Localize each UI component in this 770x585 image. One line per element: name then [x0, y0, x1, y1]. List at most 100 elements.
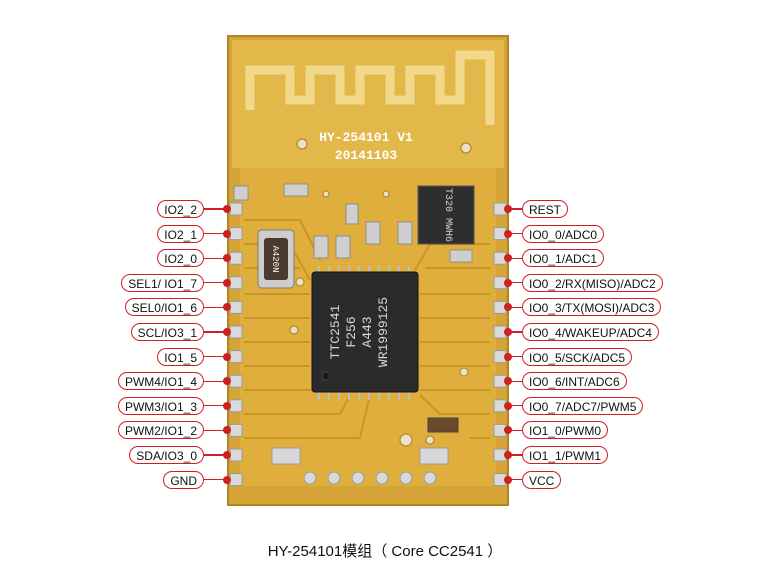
left-pin-leader [204, 355, 226, 358]
right-pin-label: IO0_4/WAKEUP/ADC4 [522, 323, 659, 341]
left-pin-dot [223, 328, 231, 336]
right-pin-leader [508, 306, 522, 309]
right-pin-dot [504, 475, 512, 484]
right-pin-dot [504, 303, 512, 312]
left-pin-leader [204, 208, 226, 210]
left-pin-label: SEL0/IO1_6 [124, 298, 204, 317]
left-pin-label: PWM3/IO1_3 [117, 396, 204, 415]
right-pin-label: IO1_1/PWM1 [522, 446, 609, 464]
smd-components [233, 183, 473, 263]
crystal-marking: A420N [270, 245, 280, 272]
chip-marking-line: TTC2541 [328, 304, 343, 359]
edge-pad [229, 227, 243, 241]
left-pin-label: IO2_0 [157, 249, 204, 268]
right-pin-leader [508, 355, 522, 358]
right-pin-leader [508, 429, 522, 432]
left-pin-leader [204, 380, 226, 382]
right-pin-leader [508, 257, 522, 259]
edge-pad [229, 448, 243, 462]
right-pin-leader [508, 208, 522, 210]
silkscreen-date: 20141103 [335, 148, 398, 163]
left-pin-dot [223, 475, 231, 484]
right-pin-leader [508, 232, 522, 235]
edge-pad [229, 350, 243, 364]
vias [257, 138, 472, 447]
left-pin-dot [223, 401, 231, 410]
right-pin-dot [504, 401, 512, 410]
right-pin-label: IO0_0/ADC0 [522, 224, 605, 243]
left-pin-leader [204, 405, 226, 407]
right-pin-dot [504, 352, 512, 361]
edge-pad [229, 325, 243, 339]
antenna-trace [245, 50, 495, 125]
chip-marking-line: A443 [360, 316, 375, 347]
right-pin-label: IO1_0/PWM0 [522, 421, 609, 440]
chip-pin1-dot [321, 371, 331, 381]
left-pin-dot [223, 278, 231, 287]
right-pin-dot [504, 377, 512, 386]
right-pin-leader [508, 380, 522, 382]
edge-pad [229, 202, 243, 216]
right-pin-label: VCC [522, 470, 562, 489]
left-pin-label: SDA/IO3_0 [129, 446, 204, 464]
right-pin-dot [504, 328, 512, 336]
edge-pad [229, 276, 243, 290]
edge-pad [229, 251, 243, 265]
right-pin-dot [504, 229, 512, 238]
left-pin-leader [204, 257, 226, 259]
chip-marking-line: F256 [344, 316, 359, 347]
right-pin-label: IO0_2/RX(MISO)/ADC2 [522, 273, 663, 292]
left-pin-dot [223, 352, 231, 361]
left-pin-label: IO2_1 [157, 224, 204, 243]
left-pin-label: IO2_2 [157, 200, 204, 218]
left-pin-dot [223, 426, 231, 435]
right-pin-dot [504, 451, 512, 459]
right-pin-dot [504, 426, 512, 435]
left-pin-dot [223, 205, 231, 213]
edge-pad [229, 399, 243, 413]
inductor-marking: T320 MWH6 [442, 188, 453, 242]
silkscreen-model: HY-254101 V1 [319, 130, 413, 145]
left-pin-leader [204, 232, 226, 235]
left-pin-dot [223, 254, 231, 263]
right-pin-label: IO0_6/INT/ADC6 [522, 372, 627, 391]
chip-marking-line: WR1999125 [376, 297, 391, 367]
left-pin-leader [204, 306, 226, 309]
edge-pads [229, 202, 507, 487]
left-pin-label: SCL/IO3_1 [130, 323, 204, 341]
right-pin-label: IO0_5/SCK/ADC5 [522, 347, 633, 366]
left-pin-dot [223, 451, 231, 459]
right-pin-dot [504, 205, 512, 213]
right-pin-leader [508, 282, 522, 284]
right-pin-label: REST [522, 200, 569, 218]
right-pin-leader [508, 454, 522, 456]
right-pin-leader [508, 478, 522, 481]
inductor [417, 185, 475, 245]
bottom-pads [271, 447, 449, 485]
left-pin-leader [204, 478, 226, 481]
left-pin-leader [204, 282, 226, 284]
left-pin-leader [204, 429, 226, 432]
left-pin-leader [204, 454, 226, 456]
left-pin-leader [204, 331, 226, 333]
right-pin-dot [504, 278, 512, 287]
left-pin-dot [223, 377, 231, 386]
right-pin-label: IO0_3/TX(MOSI)/ADC3 [522, 298, 662, 317]
edge-pad [229, 473, 243, 487]
right-pin-leader [508, 331, 522, 333]
chip-pins [318, 266, 410, 400]
left-pin-label: GND [163, 470, 204, 489]
main-chip [311, 271, 419, 393]
edge-pad [229, 423, 243, 437]
left-pin-dot [223, 229, 231, 238]
right-pin-label: IO0_7/ADC7/PWM5 [522, 396, 644, 415]
left-pin-dot [223, 303, 231, 312]
left-pin-label: PWM2/IO1_2 [117, 421, 204, 440]
capacitor [427, 417, 459, 433]
right-pin-leader [508, 405, 522, 407]
edge-pad [229, 374, 243, 388]
right-pin-dot [504, 254, 512, 263]
edge-pad [229, 300, 243, 314]
